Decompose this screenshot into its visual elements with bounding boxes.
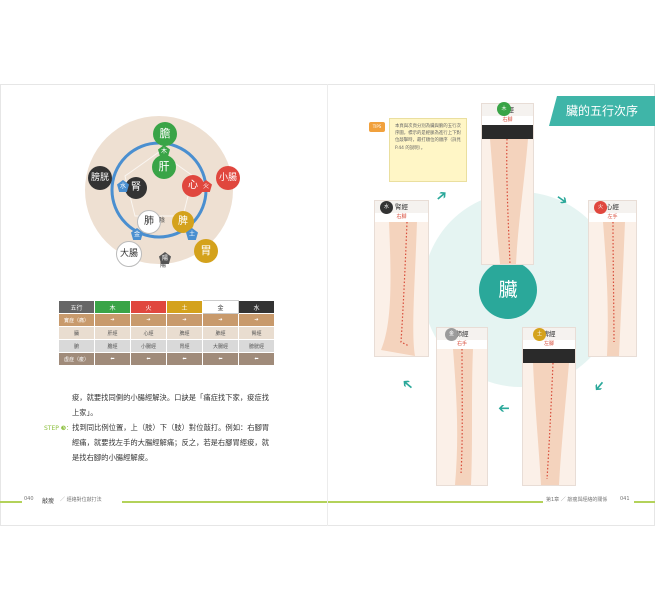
right-running-title: 第1章 ／ 敲瘦與經絡的關係 <box>546 497 608 503</box>
card-heart-meridian: 心經 左手 <box>588 200 637 357</box>
center-badge: 陽 <box>159 252 171 264</box>
card-side: 左腳 <box>523 340 575 349</box>
arm-illustration <box>603 222 625 356</box>
earth-badge: 土 <box>186 228 198 240</box>
table-cell: ⬅ <box>238 352 275 366</box>
card-liver-meridian: 肝經 右腳 <box>481 103 534 265</box>
lung-node: 肺 <box>137 210 161 234</box>
body-line-4: 經痛，就要找左手的大腸經解痛；反之，若是右腳胃經痠，就 <box>72 438 270 447</box>
five-element-table: 五行 木 火 土 金 水 實症（痛）➔➔➔➔➔ 臟肝經心經脾經肺經腎經 腑膽經小… <box>58 300 275 366</box>
center-zang-circle: 臟 <box>479 261 537 319</box>
table-cell: ⬅ <box>166 352 203 366</box>
table-cell: 心經 <box>130 326 167 340</box>
tips-tag: TIPS <box>369 122 385 132</box>
table-cell: 小腸經 <box>130 339 167 353</box>
table-cell: ⬅ <box>94 352 131 366</box>
left-running-subtitle: ／ 經絡對位敲打法 <box>60 497 102 503</box>
yin-label: 陰 <box>159 217 166 224</box>
table-cell: ➔ <box>166 313 203 327</box>
wood-badge: 木 <box>497 102 511 116</box>
table-cell: 腎經 <box>238 326 275 340</box>
liver-node: 肝 <box>152 155 176 179</box>
page-gutter <box>327 84 328 526</box>
card-side: 右腳 <box>482 116 533 125</box>
footer-rule-right <box>328 501 543 503</box>
water-badge: 水 <box>117 180 129 192</box>
body-line-1: 痠，就要找同側的小腸經解決。口訣是「痛症找下家，痠症找 <box>72 393 270 402</box>
table-cell: 臟 <box>58 326 95 340</box>
table-row: 虛症（痠）⬅⬅⬅⬅⬅ <box>58 352 275 366</box>
table-cell: ⬅ <box>130 352 167 366</box>
table-cell: 脾經 <box>166 326 203 340</box>
table-header-cell: 土 <box>166 300 203 314</box>
table-cell: 膀胱經 <box>238 339 275 353</box>
right-page-number: 041 <box>620 496 630 502</box>
table-cell: ➔ <box>238 313 275 327</box>
gallbladder-node: 膽 <box>153 122 177 146</box>
table-cell: 肝經 <box>94 326 131 340</box>
table-cell: 肺經 <box>202 326 239 340</box>
water-badge: 水 <box>380 201 393 214</box>
metal-badge: 金 <box>445 328 458 341</box>
metal-badge: 金 <box>131 228 143 240</box>
table-cell: ➔ <box>94 313 131 327</box>
table-row: 實症（痛）➔➔➔➔➔ <box>58 313 275 327</box>
card-side: 右手 <box>437 340 487 349</box>
footer-rule-left <box>122 501 327 503</box>
table-row: 腑膽經小腸經胃經大腸經膀胱經 <box>58 339 275 353</box>
kidney-node: 腎 <box>125 177 147 199</box>
page-title: 臟的五行次序 <box>549 96 655 126</box>
earth-badge: 土 <box>533 328 546 341</box>
footer-rule-right-end <box>634 501 655 503</box>
table-header-cell: 五行 <box>58 300 95 314</box>
body-line-5: 是找右腳的小腸經解痠。 <box>72 453 153 462</box>
wood-badge: 木 <box>158 145 170 157</box>
arm-illustration <box>453 349 473 485</box>
table-cell: 膽經 <box>94 339 131 353</box>
left-page-number: 040 <box>24 496 34 502</box>
card-lung-meridian: 肺經 右手 <box>436 327 488 486</box>
spleen-node: 脾 <box>172 211 194 233</box>
left-running-title: 敲瘦 <box>42 498 55 505</box>
table-cell: 大腸經 <box>202 339 239 353</box>
small-intestine-node: 小腸 <box>216 166 240 190</box>
card-title: 脾經 <box>523 328 575 340</box>
table-cell: ⬅ <box>202 352 239 366</box>
table-row: 臟肝經心經脾經肺經腎經 <box>58 326 275 340</box>
bladder-node: 膀胱 <box>88 166 112 190</box>
leg-illustration <box>482 125 533 264</box>
table-cell: ➔ <box>130 313 167 327</box>
table-header-cell: 金 <box>202 300 239 314</box>
step-3-paragraph: STEP ❸：找到同比例位置，上（肢）下（肢）對位敲打。例如：右腳胃 <box>44 420 269 436</box>
table-cell: ➔ <box>202 313 239 327</box>
heart-node: 心 <box>182 175 204 197</box>
table-header-cell: 火 <box>130 300 167 314</box>
card-side: 左手 <box>589 213 636 222</box>
footer-rule-left-start <box>0 501 22 503</box>
yang-label: 陽 <box>160 262 167 269</box>
table-cell: 實症（痛） <box>58 313 95 327</box>
table-header-cell: 水 <box>238 300 275 314</box>
card-side: 右腳 <box>375 213 428 222</box>
large-intestine-node: 大腸 <box>116 241 142 267</box>
fire-badge: 火 <box>594 201 607 214</box>
leg-illustration <box>523 349 575 485</box>
card-spleen-meridian: 脾經 左腳 <box>522 327 576 486</box>
tips-note: 本頁與次頁分別為臟與腑的五行次序圖，標示的是經脈為進行上下對位敲擊時，最打順位的… <box>389 118 467 182</box>
table-cell: 腑 <box>58 339 95 353</box>
arrow-spleen-to-lung: ➔ <box>498 400 510 416</box>
fire-badge: 火 <box>200 180 212 192</box>
stomach-node: 胃 <box>194 239 218 263</box>
table-cell: 虛症（痠） <box>58 352 95 366</box>
table-header-cell: 木 <box>94 300 131 314</box>
table-cell: 胃經 <box>166 339 203 353</box>
step-label: STEP ❸： <box>44 425 73 432</box>
body-line-2: 上家」。 <box>72 408 98 417</box>
body-line-3: 找到同比例位置，上（肢）下（肢）對位敲打。例如：右腳胃 <box>72 423 270 432</box>
leg-illustration <box>381 222 417 356</box>
card-kidney-meridian: 腎經 右腳 <box>374 200 429 357</box>
